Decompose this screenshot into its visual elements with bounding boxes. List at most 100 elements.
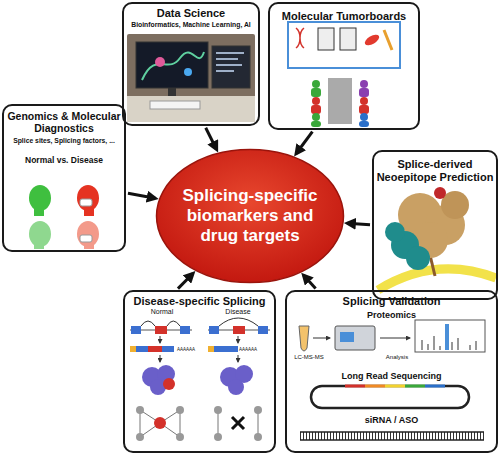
connector-arrow: [347, 223, 370, 225]
topic-box: Splice-derived Neoepitope Prediction: [372, 150, 498, 300]
protein-stalk: [430, 255, 435, 276]
topic-box: Data ScienceBioinformatics, Machine Lear…: [122, 2, 260, 126]
head-neck: [84, 208, 94, 216]
person-body: [311, 88, 321, 97]
head-neck: [34, 244, 44, 249]
flow-arrow: [160, 355, 161, 362]
plot-dot: [155, 57, 165, 67]
network-node: [136, 433, 144, 441]
topic-box: Splicing ValidationProteomicsLC-MS-MS Ana…: [285, 290, 498, 453]
splice-arc: [141, 321, 180, 326]
connector-arrow: [304, 275, 316, 288]
mrna-exon: [214, 346, 226, 352]
topic-box: Molecular Tumorboards: [268, 2, 420, 130]
head-silhouette: [29, 185, 51, 211]
person-body: [311, 105, 321, 114]
spectrum-chart: [415, 320, 485, 352]
flow-arrow: [380, 338, 410, 339]
head-neck: [84, 244, 94, 249]
meeting-table: [328, 78, 352, 124]
network-node: [176, 433, 184, 441]
box-title: Splice-derived Neoepitope Prediction: [374, 158, 496, 183]
face-mask: [80, 199, 92, 206]
network-node: [136, 406, 144, 414]
head-silhouette: [29, 221, 51, 247]
code-line: [216, 58, 238, 60]
exon: [258, 326, 268, 334]
keyboard: [150, 101, 200, 109]
person-head: [312, 97, 320, 105]
mrna-exon: [226, 346, 238, 352]
protein-blob: [228, 379, 244, 395]
monitor-screen: [212, 46, 250, 88]
network-edge: [140, 410, 180, 437]
lost-hub-cross: [232, 417, 244, 429]
monitor-stand: [168, 88, 176, 96]
topic-box: Genomics & Molecular DiagnosticsSplice s…: [2, 104, 126, 252]
exon: [155, 326, 167, 334]
head-silhouette: [77, 221, 99, 247]
code-line: [216, 52, 244, 54]
pill-icon: [363, 33, 381, 48]
person-head: [360, 80, 368, 88]
polya-tail: AAAAAA: [177, 347, 203, 352]
flow-arrow: [238, 336, 239, 343]
box-title: Molecular Tumorboards: [270, 10, 418, 23]
person-body: [359, 121, 369, 127]
exon: [131, 326, 141, 334]
person-head: [360, 113, 368, 121]
read-segment: [425, 385, 445, 388]
mrna-exon: [136, 346, 148, 352]
topic-box: Disease-specific SplicingNormalDiseaseAA…: [123, 290, 276, 453]
neoepitope-site: [434, 187, 446, 199]
box-title: Data Science: [124, 7, 258, 20]
step-label: LC-MS-MS: [287, 354, 331, 361]
flow-arrow: [313, 338, 330, 339]
dna-icon: [296, 28, 304, 48]
network-node: [254, 433, 262, 441]
flow-arrow: [160, 336, 161, 343]
polya-tail: AAAAAA: [239, 347, 265, 352]
protein-domain: [163, 378, 175, 390]
exon: [209, 326, 219, 334]
mrna-exon: [148, 346, 162, 352]
head-neck: [34, 208, 44, 216]
document-icon: [318, 28, 334, 50]
person-body: [359, 88, 369, 97]
head-silhouette: [77, 185, 99, 211]
column-label: Disease: [213, 308, 263, 316]
mrna-cap: [208, 346, 214, 352]
desk: [127, 96, 255, 122]
method-label: Long Read Sequencing: [287, 371, 496, 381]
network-edge: [218, 410, 258, 437]
person-head: [312, 80, 320, 88]
box-title: Splicing Validation: [287, 295, 496, 308]
ellipse-shape: [157, 150, 344, 283]
box-title: Disease-specific Splicing: [125, 295, 274, 308]
long-read-molecule: [311, 386, 469, 408]
highlighted-peak: [445, 324, 449, 350]
person-head: [360, 97, 368, 105]
exon: [180, 326, 190, 334]
step-label: Analysis: [377, 354, 417, 361]
splice-arc: [219, 318, 258, 326]
photo-background: [127, 34, 255, 122]
rna-strand: [300, 431, 484, 433]
plot-dot: [184, 68, 192, 76]
box-subtitle: Normal vs. Disease: [4, 156, 124, 166]
mrna-cap: [130, 346, 136, 352]
read-segment: [405, 385, 425, 388]
rna-strand: [300, 439, 484, 441]
flow-arrow: [238, 355, 239, 362]
central-ellipse: Splicing-specific biomarkers and drug ta…: [155, 148, 345, 284]
method-label: Proteomics: [287, 310, 496, 320]
read-segment: [385, 385, 405, 388]
network-node: [254, 406, 262, 414]
box-subtitle: Bioinformatics, Machine Learning, AI: [126, 21, 256, 29]
base-pairs: [300, 432, 484, 440]
network-node: [176, 406, 184, 414]
protein-domain: [406, 246, 430, 270]
sample-tube: [299, 326, 309, 351]
box-subtitle: Splice sites, Splicing factors, ...: [4, 137, 124, 145]
read-segment: [365, 385, 385, 388]
